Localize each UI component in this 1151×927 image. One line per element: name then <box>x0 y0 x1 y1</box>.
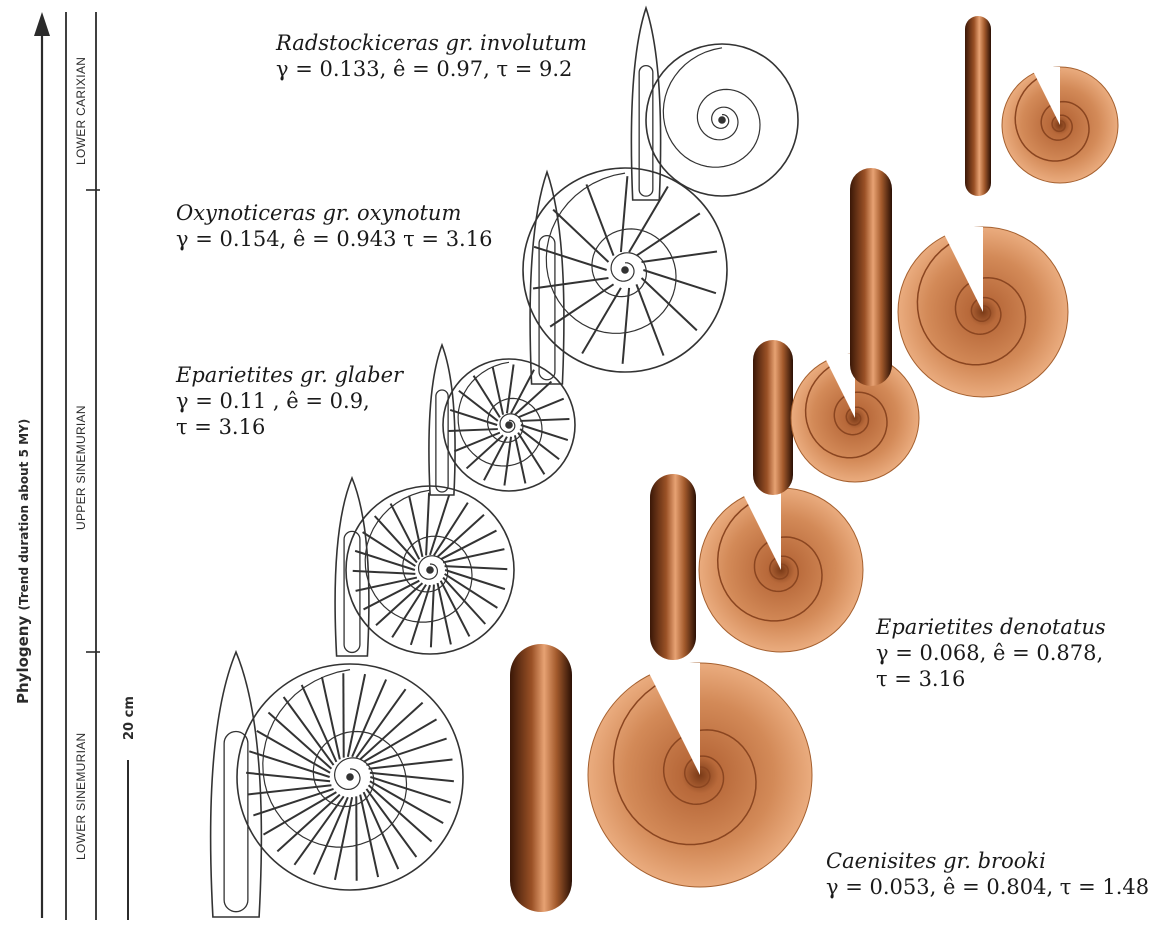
ammonite-render <box>850 168 1068 397</box>
shell-rib <box>623 288 629 364</box>
ammonite-render <box>753 340 919 495</box>
shell-umbilicus <box>427 567 433 573</box>
render-side-view <box>650 474 696 660</box>
shell-umbilicus <box>719 117 725 123</box>
species-label-radstockiceras: Radstockiceras gr. involutum γ = 0.133, … <box>276 30 587 82</box>
species-params: γ = 0.133, ê = 0.97, τ = 9.2 <box>276 56 587 82</box>
shell-rib <box>335 797 352 880</box>
shell-umbilicus <box>622 267 628 273</box>
shell-rib <box>348 674 365 757</box>
species-params: γ = 0.11 , ê = 0.9, <box>176 388 403 414</box>
species-params: γ = 0.053, ê = 0.804, τ = 1.48 <box>826 874 1149 900</box>
species-params-2: τ = 3.16 <box>876 666 1106 692</box>
stage-label-upper-sinemurian: UPPER SINEMURIAN <box>74 405 88 530</box>
species-label-eparietites-glaber: Eparietites gr. glaber γ = 0.11 , ê = 0.… <box>176 362 403 440</box>
shell-rib <box>504 437 511 486</box>
shell-rib <box>550 284 613 326</box>
shell-rib <box>314 797 348 874</box>
shell-rib <box>364 581 420 610</box>
phylogeny-title: Phylogeny (Trend duration about 5 MY) <box>14 419 32 704</box>
stage-label-lower-carixian: LOWER CARIXIAN <box>74 57 88 165</box>
shell-rib <box>431 585 434 648</box>
species-name: Eparietites gr. glaber <box>176 362 403 388</box>
shell-rib <box>507 364 514 413</box>
shell-rib <box>441 531 497 560</box>
shell-umbilicus <box>347 774 353 780</box>
render-side-view <box>850 168 892 386</box>
ammonite-render <box>965 16 1118 196</box>
shell-rib <box>360 795 378 877</box>
species-name: Oxynoticeras gr. oxynotum <box>176 200 492 226</box>
shell-side-view <box>429 345 455 495</box>
render-side-view <box>965 16 991 196</box>
ammonite-drawing <box>429 345 575 495</box>
shell-rib <box>515 382 551 415</box>
shell-keel <box>539 236 555 380</box>
species-label-oxynoticeras: Oxynoticeras gr. oxynotum γ = 0.154, ê =… <box>176 200 492 252</box>
shell-rib <box>409 496 422 557</box>
shell-rib <box>322 677 340 759</box>
shell-keel <box>344 531 360 652</box>
shell-rib <box>391 504 420 560</box>
shell-rib <box>356 689 405 758</box>
shell-umbilicus <box>506 422 512 428</box>
ammonite-drawing <box>335 478 514 656</box>
scale-bar-label: 20 cm <box>122 696 137 740</box>
shell-rib <box>356 578 417 591</box>
shell-rib <box>449 429 498 431</box>
shell-rib <box>443 578 485 624</box>
ammonite-render <box>510 644 812 912</box>
species-label-eparietites-denotatus: Eparietites denotatus γ = 0.068, ê = 0.8… <box>876 614 1106 692</box>
ammonite-drawing <box>631 8 798 200</box>
shell-rib <box>443 549 504 562</box>
stage-label-lower-sinemurian: LOWER SINEMURIAN <box>74 733 88 860</box>
shell-rib <box>582 288 621 354</box>
shell-rib <box>277 795 339 852</box>
shell-keel <box>224 732 248 912</box>
shell-rib <box>366 789 416 857</box>
shell-rib <box>263 792 336 835</box>
shell-rib <box>284 697 334 765</box>
species-name: Radstockiceras gr. involutum <box>276 30 587 56</box>
shell-rib <box>364 719 437 762</box>
species-name: Eparietites denotatus <box>876 614 1106 640</box>
rendered-shells <box>510 16 1118 912</box>
arrow-up-icon <box>34 12 50 36</box>
shell-rib <box>438 583 451 644</box>
shell-rib <box>360 703 422 760</box>
shell-rib <box>375 516 417 562</box>
shell-rib <box>438 515 484 557</box>
shell-spiral <box>663 48 760 167</box>
shell-rib <box>294 796 343 865</box>
render-side-view <box>510 644 572 912</box>
shell-rib <box>520 419 569 421</box>
phylogeny-title-text: Phylogeny <box>14 616 32 704</box>
shell-rib <box>352 680 386 757</box>
render-side-view <box>753 340 793 495</box>
shell-side-view <box>335 478 369 656</box>
shell-side-view <box>631 8 660 200</box>
shell-rib <box>621 176 627 252</box>
species-params: γ = 0.154, ê = 0.943 τ = 3.16 <box>176 226 492 252</box>
ammonite-drawing <box>211 652 463 917</box>
phylogeny-subtitle: (Trend duration about 5 MY) <box>17 419 31 611</box>
species-name: Caenisites gr. brooki <box>826 848 1149 874</box>
shell-rib <box>441 581 470 637</box>
shell-rib <box>642 278 697 330</box>
shell-rib <box>445 566 508 569</box>
species-label-caenisites: Caenisites gr. brooki γ = 0.053, ê = 0.8… <box>826 848 1149 900</box>
shell-rib <box>521 425 568 440</box>
shell-rib <box>376 583 422 625</box>
shell-rib <box>353 571 416 574</box>
shell-rib <box>426 493 429 556</box>
species-params-2: τ = 3.16 <box>176 414 403 440</box>
shell-spiral <box>546 173 676 333</box>
shell-side-view <box>211 652 262 917</box>
ammonite-drawing <box>523 168 727 384</box>
species-params: γ = 0.068, ê = 0.878, <box>876 640 1106 666</box>
ammonite-render <box>650 474 863 660</box>
phylogeny-axis <box>34 12 100 920</box>
shell-rib <box>642 251 717 262</box>
